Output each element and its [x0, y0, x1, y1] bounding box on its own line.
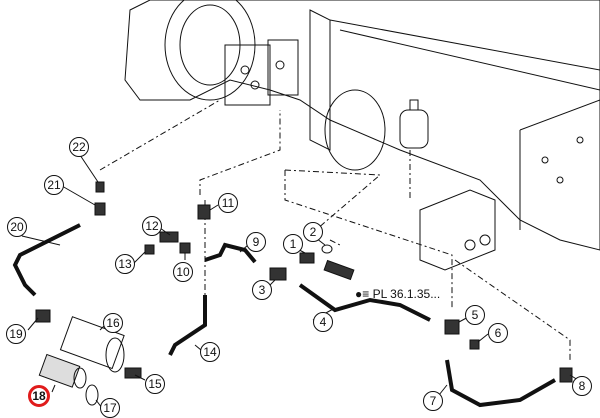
callout-2[interactable]: 2: [303, 222, 323, 242]
callout-12[interactable]: 12: [142, 216, 162, 236]
callout-7[interactable]: 7: [423, 391, 443, 411]
transmission-housing: [124, 0, 600, 251]
part-20-hose: [12, 223, 81, 297]
part-17-o-ring: [85, 384, 99, 406]
callout-19[interactable]: 19: [6, 324, 26, 344]
callout-5[interactable]: 5: [465, 305, 485, 325]
callout-11[interactable]: 11: [218, 193, 238, 213]
callout-3[interactable]: 3: [252, 280, 272, 300]
part-8-fitting: [559, 367, 573, 383]
part-22-fitting: [95, 181, 105, 193]
callout-9[interactable]: 9: [246, 232, 266, 252]
part-14-pipe: [168, 295, 207, 356]
pl-reference-link[interactable]: ●≡ PL 36.1.35...: [355, 287, 440, 301]
callout-8[interactable]: 8: [572, 376, 592, 396]
callout-22[interactable]: 22: [69, 137, 89, 157]
callout-leaders: [21, 154, 579, 409]
callout-13[interactable]: 13: [115, 254, 135, 274]
callout-15[interactable]: 15: [145, 374, 165, 394]
callout-18-highlighted[interactable]: 18: [28, 385, 50, 407]
callout-20[interactable]: 20: [7, 217, 27, 237]
part-7-pipe: [445, 359, 556, 408]
part-16-filter-housing: [59, 316, 125, 373]
callout-10[interactable]: 10: [173, 262, 193, 282]
part-18-filter-element: [38, 353, 87, 389]
part-icon: ●≡: [355, 287, 373, 301]
part-2-o-ring: [321, 244, 333, 254]
callout-17[interactable]: 17: [100, 398, 120, 418]
callout-1[interactable]: 1: [283, 234, 303, 254]
part-13-fitting: [144, 244, 155, 255]
part-12-fitting: [159, 231, 179, 243]
pl-reference-part: [323, 259, 355, 281]
auxiliary-valve: [419, 189, 496, 271]
part-1-fitting: [299, 252, 315, 264]
callout-21[interactable]: 21: [44, 175, 64, 195]
part-15-fitting: [124, 367, 142, 379]
part-6-plug: [469, 339, 480, 350]
part-3-fitting: [269, 267, 287, 281]
part-21-fitting: [94, 202, 106, 216]
control-valve-block: [224, 39, 299, 106]
callout-4[interactable]: 4: [313, 312, 333, 332]
pl-reference-text: PL 36.1.35...: [372, 287, 441, 301]
part-5-tee: [444, 319, 460, 335]
part-4-pipe: [298, 283, 431, 322]
part-10-fitting: [179, 242, 191, 254]
part-11-fitting: [197, 204, 211, 220]
callout-6[interactable]: 6: [488, 323, 508, 343]
accumulator: [399, 99, 429, 149]
part-19-fitting: [35, 309, 51, 323]
part-9-pipe: [204, 242, 257, 264]
callout-16[interactable]: 16: [103, 313, 123, 333]
callout-14[interactable]: 14: [200, 342, 220, 362]
